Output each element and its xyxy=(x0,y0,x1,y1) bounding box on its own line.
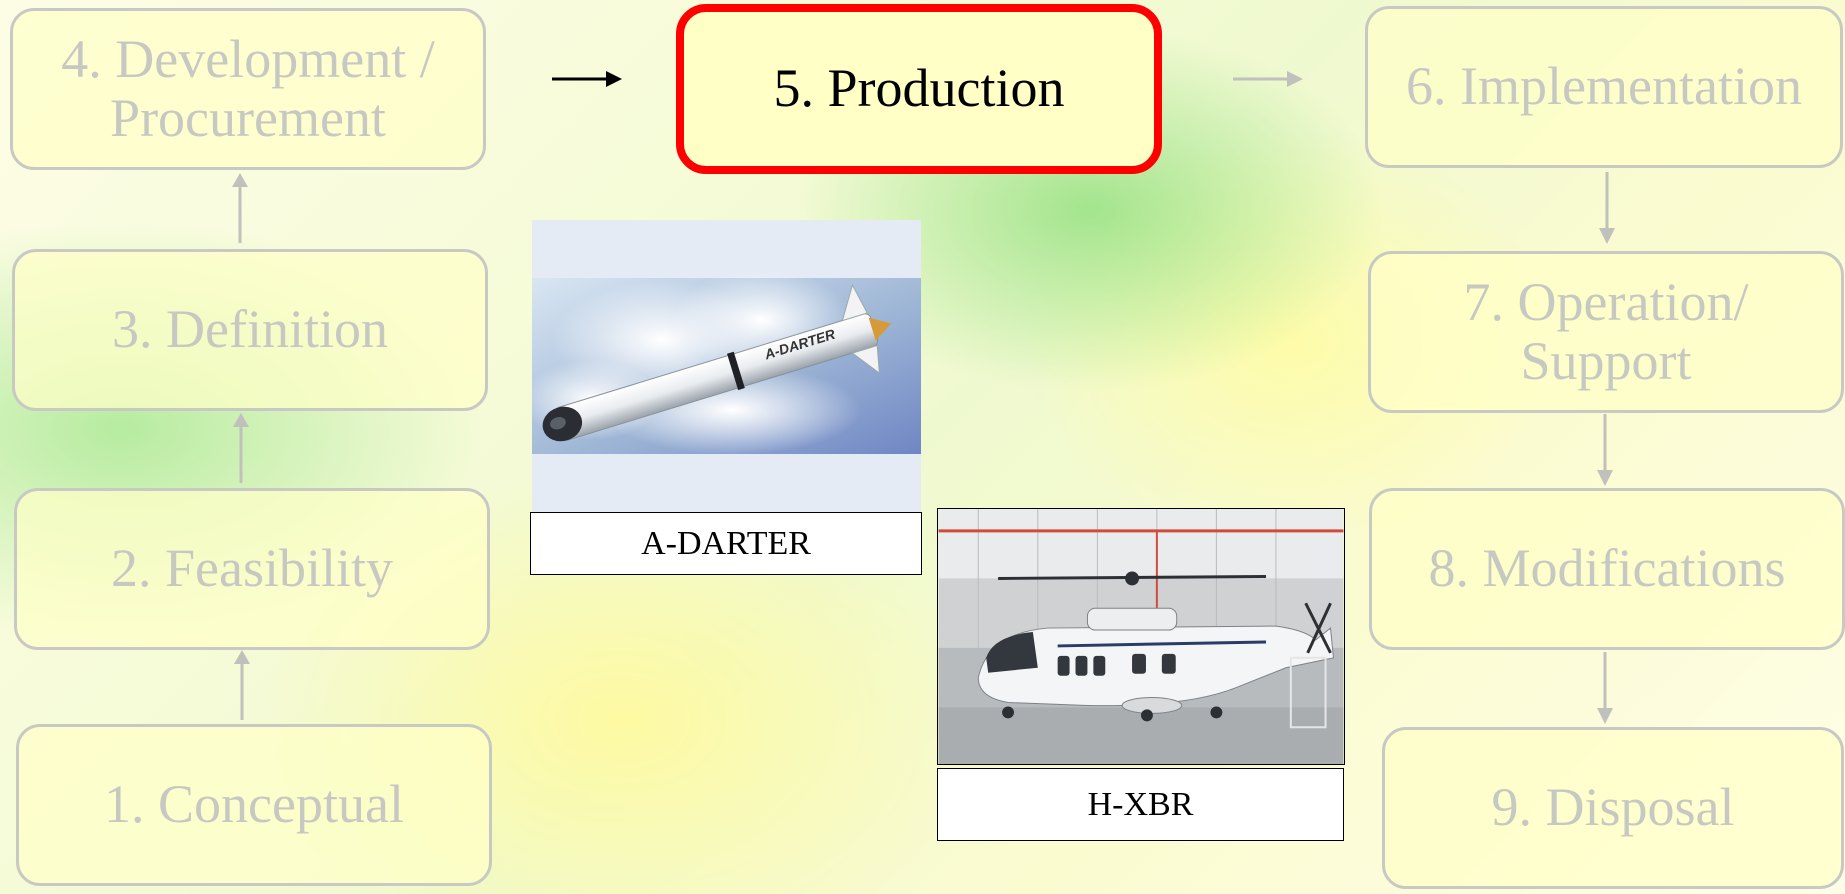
stage-2-label: 2. Feasibility xyxy=(111,538,393,599)
stage-8-modifications: 8. Modifications xyxy=(1369,488,1845,650)
stage-7-label: 7. Operation/ Support xyxy=(1463,271,1749,391)
stage-9-disposal: 9. Disposal xyxy=(1382,727,1844,889)
stage-4-label: 4. Development / Procurement xyxy=(61,28,435,148)
stage-1-conceptual: 1. Conceptual xyxy=(16,724,492,886)
arrow-up-3-to-4 xyxy=(232,173,248,243)
stage-1-label: 1. Conceptual xyxy=(104,774,404,835)
arrow-up-1-to-2 xyxy=(234,650,250,720)
stage-6-implementation: 6. Implementation xyxy=(1365,6,1843,168)
missile-photo: A-DARTER xyxy=(532,220,921,512)
stage-6-label: 6. Implementation xyxy=(1406,56,1802,117)
stage-3-label: 3. Definition xyxy=(112,299,388,360)
stage-7-operation-support: 7. Operation/ Support xyxy=(1368,251,1844,413)
stage-9-label: 9. Disposal xyxy=(1491,777,1735,838)
helicopter-caption: H-XBR xyxy=(937,768,1344,841)
arrow-down-7-to-8 xyxy=(1597,414,1613,486)
stage-5-label: 5. Production xyxy=(773,58,1065,119)
helicopter-caption-text: H-XBR xyxy=(1087,785,1194,823)
stage-2-feasibility: 2. Feasibility xyxy=(14,488,490,650)
stage-5-production: 5. Production xyxy=(676,4,1162,174)
missile-caption: A-DARTER xyxy=(530,512,922,575)
arrow-down-6-to-7 xyxy=(1599,172,1615,244)
stage-3-definition: 3. Definition xyxy=(12,249,488,411)
stage-4-development-procurement: 4. Development / Procurement xyxy=(10,8,486,170)
helicopter-photo xyxy=(937,508,1345,765)
arrow-right-4-to-5 xyxy=(552,71,622,87)
missile-caption-text: A-DARTER xyxy=(641,524,811,562)
arrow-down-8-to-9 xyxy=(1597,652,1613,724)
arrow-right-5-to-6 xyxy=(1233,71,1303,87)
arrow-up-2-to-3 xyxy=(233,413,249,483)
stage-8-label: 8. Modifications xyxy=(1428,538,1786,599)
